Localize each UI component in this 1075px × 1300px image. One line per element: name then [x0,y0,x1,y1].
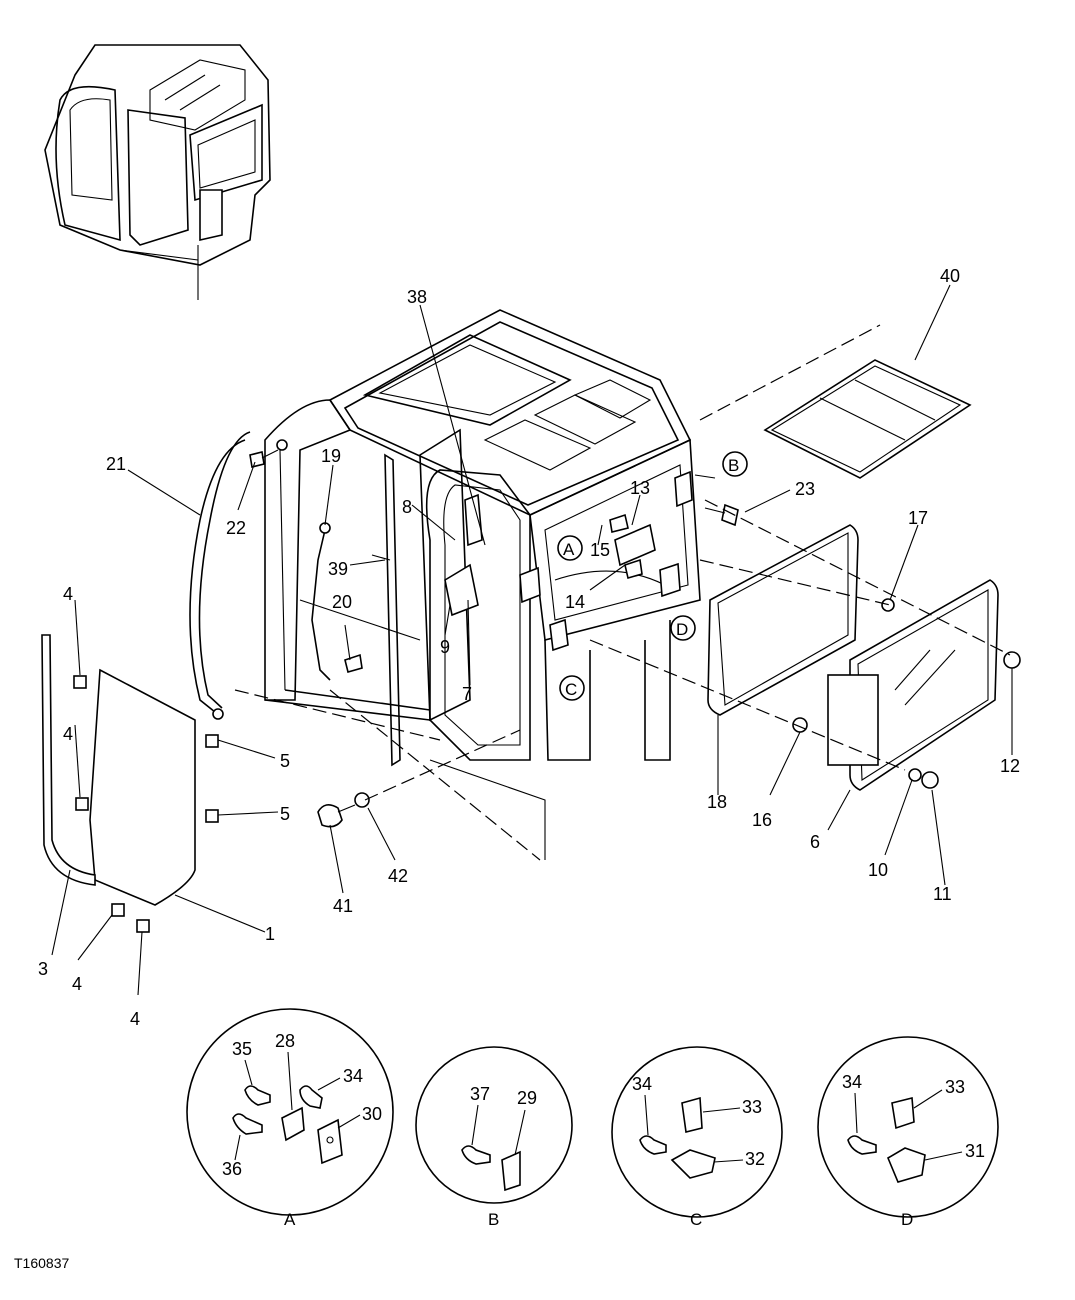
callout-13: 13 [630,478,650,498]
callout-12: 12 [1000,756,1020,776]
callout-5: 5 [280,804,290,824]
callout-11: 11 [933,884,952,904]
detail-d-part-34: 34 [842,1072,862,1092]
handrail [189,431,288,720]
callout-15: 15 [590,540,610,560]
callout-5: 5 [280,751,290,771]
callout-17: 17 [908,508,928,528]
callout-9: 9 [440,637,450,657]
detail-markers: B A D C [557,451,748,701]
callout-4: 4 [63,724,73,744]
callout-22: 22 [226,518,246,538]
callout-labels: 38 40 21 22 19 39 20 8 9 7 13 15 14 23 1… [38,266,1020,1029]
detail-a: 35 28 34 30 36 A [186,1008,394,1229]
cab-frame [264,309,701,860]
detail-d: 34 33 31 D [817,1036,999,1229]
detail-c-part-33: 33 [742,1097,762,1117]
detail-b-label: B [488,1210,499,1229]
callout-39: 39 [328,559,348,579]
detail-c: 34 33 32 C [611,1046,783,1229]
callout-42: 42 [388,866,408,886]
detail-c-label: C [690,1210,702,1229]
fasteners [249,449,739,828]
inner-rail [311,453,401,767]
detail-a-part-34: 34 [343,1066,363,1086]
assembly-lines [234,324,1011,861]
callout-4: 4 [63,584,73,604]
door-glass [41,634,219,933]
detail-a-label: A [284,1210,296,1229]
callout-16: 16 [752,810,772,830]
detail-a-part-36: 36 [222,1159,242,1179]
callout-23: 23 [795,479,815,499]
figure-id: T160837 [14,1255,69,1271]
leader-lines [51,284,1013,996]
callout-18: 18 [707,792,727,812]
callout-6: 6 [810,832,820,852]
callout-41: 41 [333,896,353,916]
callout-14: 14 [565,592,585,612]
callout-10: 10 [868,860,888,880]
callout-1: 1 [265,924,275,944]
callout-3: 3 [38,959,48,979]
callout-4: 4 [130,1009,140,1029]
marker-b: B [728,456,739,475]
detail-c-part-34: 34 [632,1074,652,1094]
callout-4: 4 [72,974,82,994]
callout-20: 20 [332,592,352,612]
detail-a-part-35: 35 [232,1039,252,1059]
callout-38: 38 [407,287,427,307]
detail-b-part-37: 37 [470,1084,490,1104]
detail-c-part-32: 32 [745,1149,765,1169]
detail-b-part-29: 29 [517,1088,537,1108]
callout-7: 7 [462,684,472,704]
callout-19: 19 [321,446,341,466]
callout-8: 8 [402,497,412,517]
detail-d-part-31: 31 [965,1141,985,1161]
marker-a: A [563,540,575,559]
callout-21: 21 [106,454,126,474]
overview-inset [44,44,271,300]
detail-a-part-28: 28 [275,1031,295,1051]
rear-window-parts [707,359,1021,791]
detail-d-label: D [901,1210,913,1229]
callout-40: 40 [940,266,960,286]
door-lock-assembly [444,470,693,652]
marker-d: D [676,620,688,639]
detail-d-part-33: 33 [945,1077,965,1097]
detail-b: 37 29 B [415,1046,573,1229]
marker-c: C [565,680,577,699]
detail-a-part-30: 30 [362,1104,382,1124]
